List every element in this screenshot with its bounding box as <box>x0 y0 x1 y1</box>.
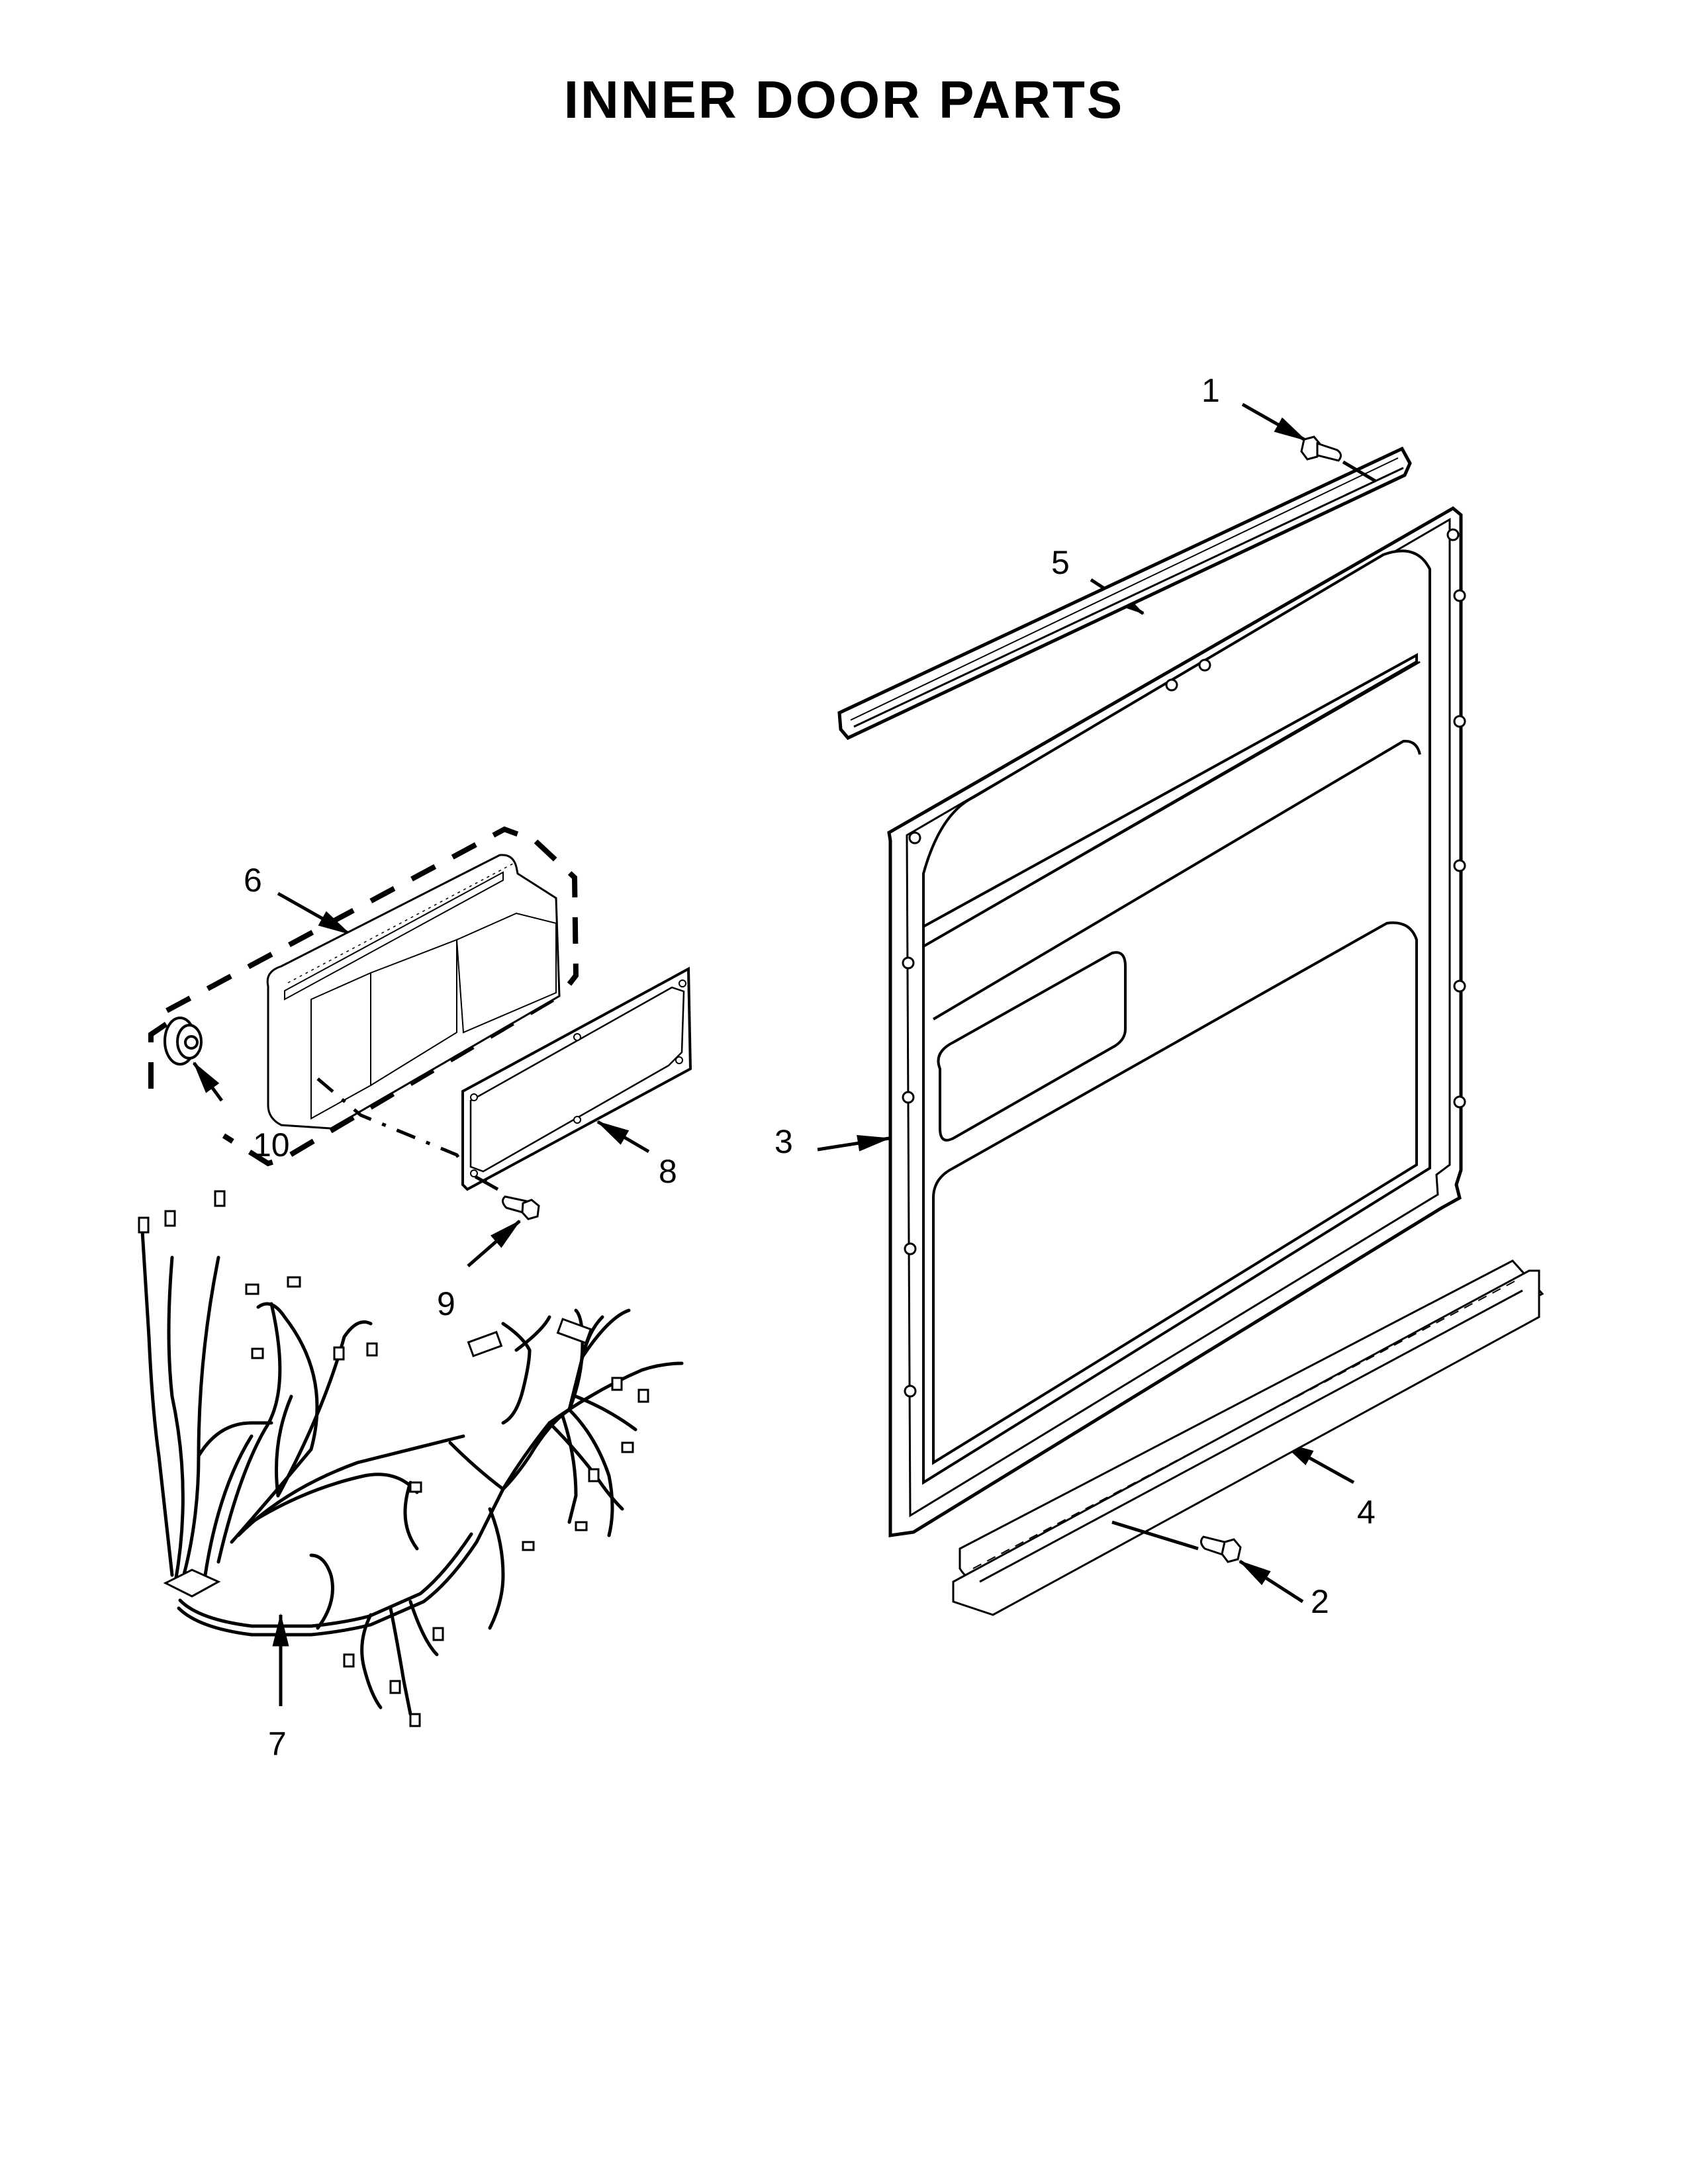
arrow-2 <box>1238 1559 1304 1604</box>
top-trim-strip <box>837 446 1412 741</box>
callout-2: 2 <box>1311 1583 1329 1620</box>
button-knob-icon <box>164 1017 203 1066</box>
callout-10: 10 <box>253 1126 290 1163</box>
harness-connectors <box>138 1190 649 1727</box>
callout-1: 1 <box>1201 372 1220 409</box>
arrow-6 <box>277 891 352 936</box>
inner-door-panel <box>887 506 1466 1537</box>
wiring-harness <box>140 1229 684 1716</box>
arrow-8 <box>596 1120 650 1154</box>
module-gasket <box>461 966 692 1191</box>
screw-top-icon <box>1300 435 1377 483</box>
callout-5: 5 <box>1051 544 1070 581</box>
callout-4: 4 <box>1357 1494 1376 1531</box>
callout-3: 3 <box>774 1123 793 1160</box>
callout-8: 8 <box>659 1153 677 1190</box>
page-title: INNER DOOR PARTS <box>563 70 1125 129</box>
screw-bottom-icon <box>1200 1535 1242 1563</box>
arrow-10 <box>192 1061 224 1102</box>
callout-6: 6 <box>244 862 262 899</box>
callout-7: 7 <box>268 1725 287 1762</box>
callout-9: 9 <box>437 1285 455 1322</box>
vent-hinge-bar <box>952 1259 1544 1616</box>
door-screw-holes <box>902 528 1466 1398</box>
arrow-9 <box>467 1220 521 1267</box>
leader-arrows <box>192 402 1355 1706</box>
screw-module-icon <box>474 1175 540 1220</box>
arrow-3 <box>817 1135 891 1152</box>
arrow-1 <box>1241 402 1307 442</box>
